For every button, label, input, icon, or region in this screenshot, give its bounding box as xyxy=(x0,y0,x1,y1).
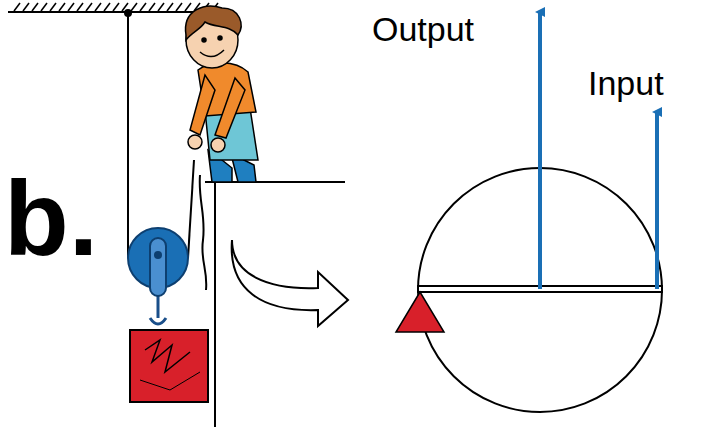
pulley xyxy=(128,228,188,296)
panel-letter: b. xyxy=(4,165,98,271)
weight xyxy=(130,290,208,402)
input-label: Input xyxy=(588,66,664,100)
transform-arrow xyxy=(232,240,348,326)
ceiling xyxy=(8,3,218,12)
output-label: Output xyxy=(372,12,474,46)
boy xyxy=(186,6,258,182)
